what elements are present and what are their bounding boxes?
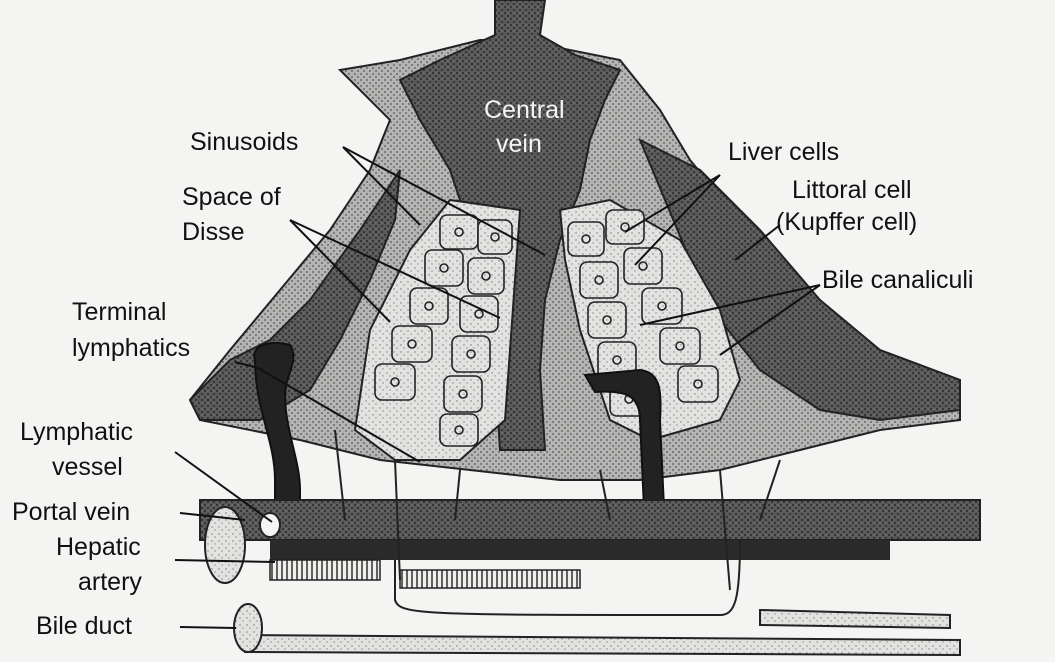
- bile-duct-end: [234, 604, 262, 652]
- label-portal-vein: Portal vein: [12, 498, 130, 526]
- hatched-band-mid: [400, 570, 580, 588]
- label-terminal-lymphatics-2: lymphatics: [72, 334, 190, 362]
- portal-tract-band: [200, 500, 980, 540]
- label-terminal-lymphatics-1: Terminal: [72, 298, 166, 326]
- label-hepatic-artery-2: artery: [78, 568, 142, 596]
- label-lymphatic-vessel-2: vessel: [52, 453, 123, 481]
- label-bile-duct: Bile duct: [36, 612, 132, 640]
- label-littoral-cell-1: Littoral cell: [792, 176, 912, 204]
- label-bile-canaliculi: Bile canaliculi: [822, 266, 973, 294]
- label-central-vein-2: vein: [496, 130, 542, 158]
- bile-duct-lower: [245, 635, 960, 655]
- label-central-vein-1: Central: [484, 96, 565, 124]
- label-space-of-disse-2: Disse: [182, 218, 245, 246]
- hatched-band-left: [270, 560, 380, 580]
- label-lymphatic-vessel-1: Lymphatic: [20, 418, 133, 446]
- label-sinusoids: Sinusoids: [190, 128, 298, 156]
- label-hepatic-artery-1: Hepatic: [56, 533, 141, 561]
- label-littoral-cell-2: (Kupffer cell): [776, 208, 917, 236]
- hepatic-artery-band: [270, 540, 890, 560]
- bile-duct-right: [760, 610, 950, 628]
- label-space-of-disse-1: Space of: [182, 183, 281, 211]
- label-liver-cells: Liver cells: [728, 138, 839, 166]
